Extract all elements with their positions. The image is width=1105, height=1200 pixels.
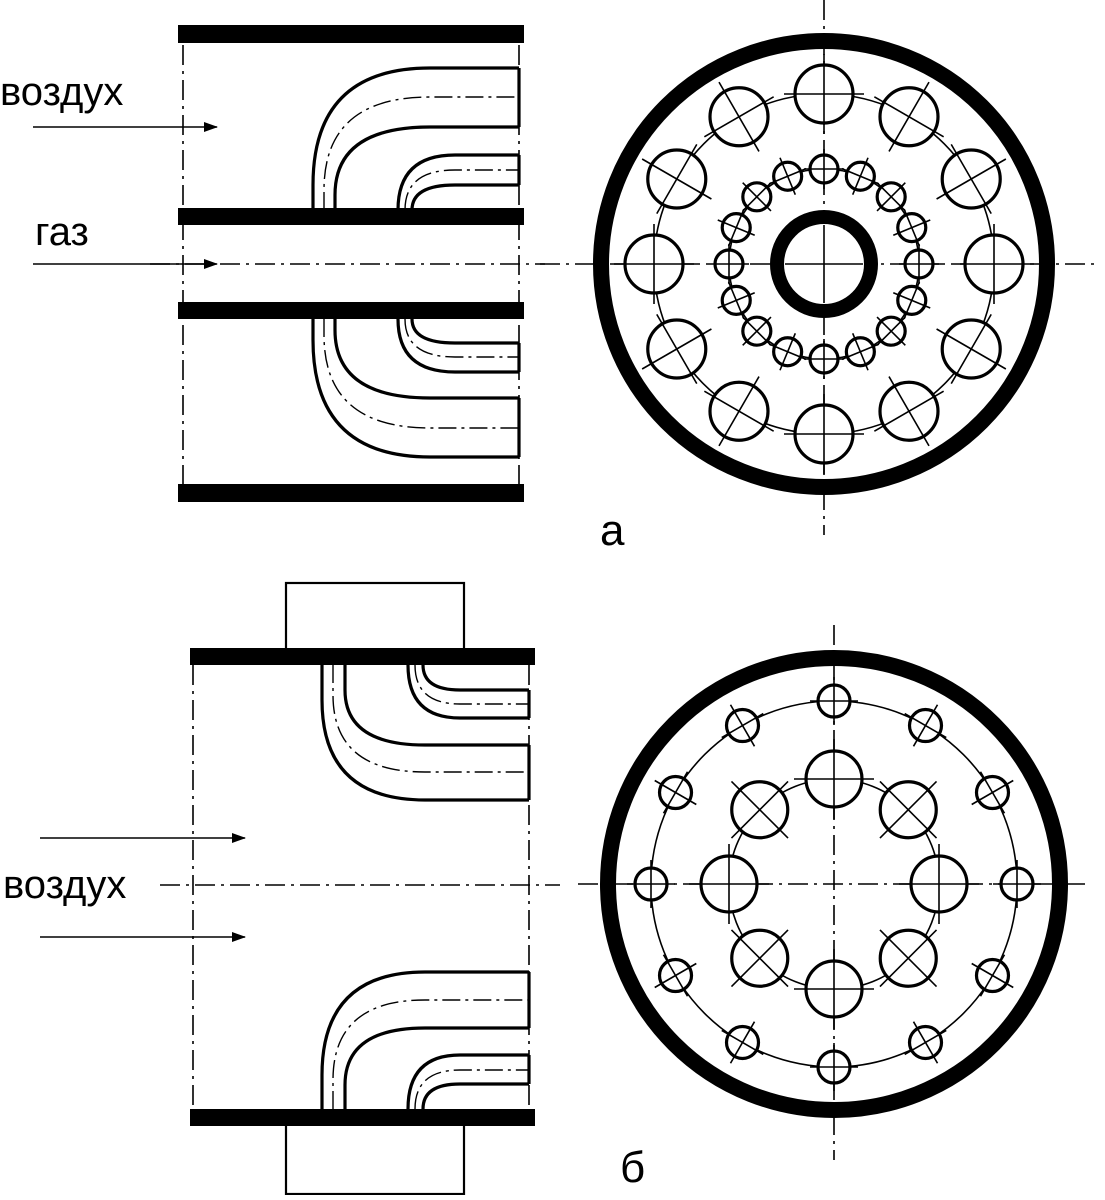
- hole: [971, 771, 1014, 814]
- hole: [768, 332, 807, 371]
- top-flange: [284, 581, 466, 655]
- hole: [878, 928, 938, 988]
- hole: [627, 860, 675, 908]
- hole: [875, 181, 907, 213]
- hole: [873, 376, 945, 447]
- nozzle: [396, 318, 521, 374]
- hole: [971, 954, 1014, 997]
- outer-wall-bottom: [178, 484, 524, 502]
- hole: [899, 844, 979, 924]
- hole: [794, 739, 874, 819]
- nozzle: [320, 665, 531, 802]
- nozzle: [406, 664, 531, 720]
- outer-wall-top: [178, 25, 524, 43]
- hole: [717, 281, 756, 320]
- nozzle: [311, 319, 521, 459]
- gas-pipe-wall-bottom: [178, 302, 524, 319]
- hole: [810, 677, 858, 725]
- hole: [730, 780, 790, 840]
- hole: [689, 844, 769, 924]
- panel-b-side-view: воздух: [3, 581, 560, 1196]
- inner-air-holes: [689, 739, 979, 1029]
- hole: [878, 780, 938, 840]
- hole: [784, 394, 864, 474]
- hole: [784, 54, 864, 134]
- hole: [804, 339, 844, 379]
- panel-b-label: б: [620, 1143, 645, 1192]
- hole: [841, 157, 880, 196]
- panel-a-front-view: а: [540, 0, 1100, 555]
- outer-wall-top: [190, 648, 535, 665]
- hole: [899, 244, 939, 284]
- hole: [841, 332, 880, 371]
- outer-wall-bottom: [190, 1109, 535, 1126]
- outer-air-holes: [614, 54, 1034, 474]
- hole: [741, 181, 773, 213]
- hole: [810, 1043, 858, 1091]
- hole: [641, 313, 712, 385]
- nozzle: [320, 970, 531, 1109]
- hole: [936, 143, 1007, 215]
- hole: [892, 208, 931, 247]
- gas-label: газ: [35, 210, 89, 254]
- hole: [892, 281, 931, 320]
- hole: [768, 157, 807, 196]
- nozzle: [311, 66, 521, 210]
- panel-b-front-view: б: [578, 625, 1085, 1192]
- panel-a-label: а: [600, 506, 625, 555]
- hole: [954, 224, 1034, 304]
- hole: [721, 1021, 764, 1064]
- hole: [654, 771, 697, 814]
- hole: [904, 1021, 947, 1064]
- hole: [709, 244, 749, 284]
- bottom-flange: [284, 1122, 466, 1196]
- hole: [741, 315, 773, 347]
- hole: [614, 224, 694, 304]
- hole: [794, 949, 874, 1029]
- hole: [703, 376, 775, 447]
- panel-a-side-view: воздух газ: [0, 25, 545, 502]
- air-label: воздух: [3, 863, 126, 907]
- nozzle: [406, 1053, 531, 1110]
- hole: [730, 928, 790, 988]
- hole: [804, 149, 844, 189]
- nozzle: [396, 153, 521, 211]
- hole: [641, 143, 712, 215]
- inner-gas-holes: [709, 149, 939, 379]
- gas-pipe-wall-top: [178, 208, 524, 225]
- hole: [875, 315, 907, 347]
- hole: [721, 704, 764, 747]
- hole: [904, 704, 947, 747]
- hole: [873, 81, 945, 152]
- hole: [703, 81, 775, 152]
- hole: [936, 313, 1007, 385]
- hole: [654, 954, 697, 997]
- hole: [993, 860, 1041, 908]
- hole: [717, 208, 756, 247]
- air-label: воздух: [0, 70, 123, 114]
- outer-air-holes: [627, 677, 1041, 1091]
